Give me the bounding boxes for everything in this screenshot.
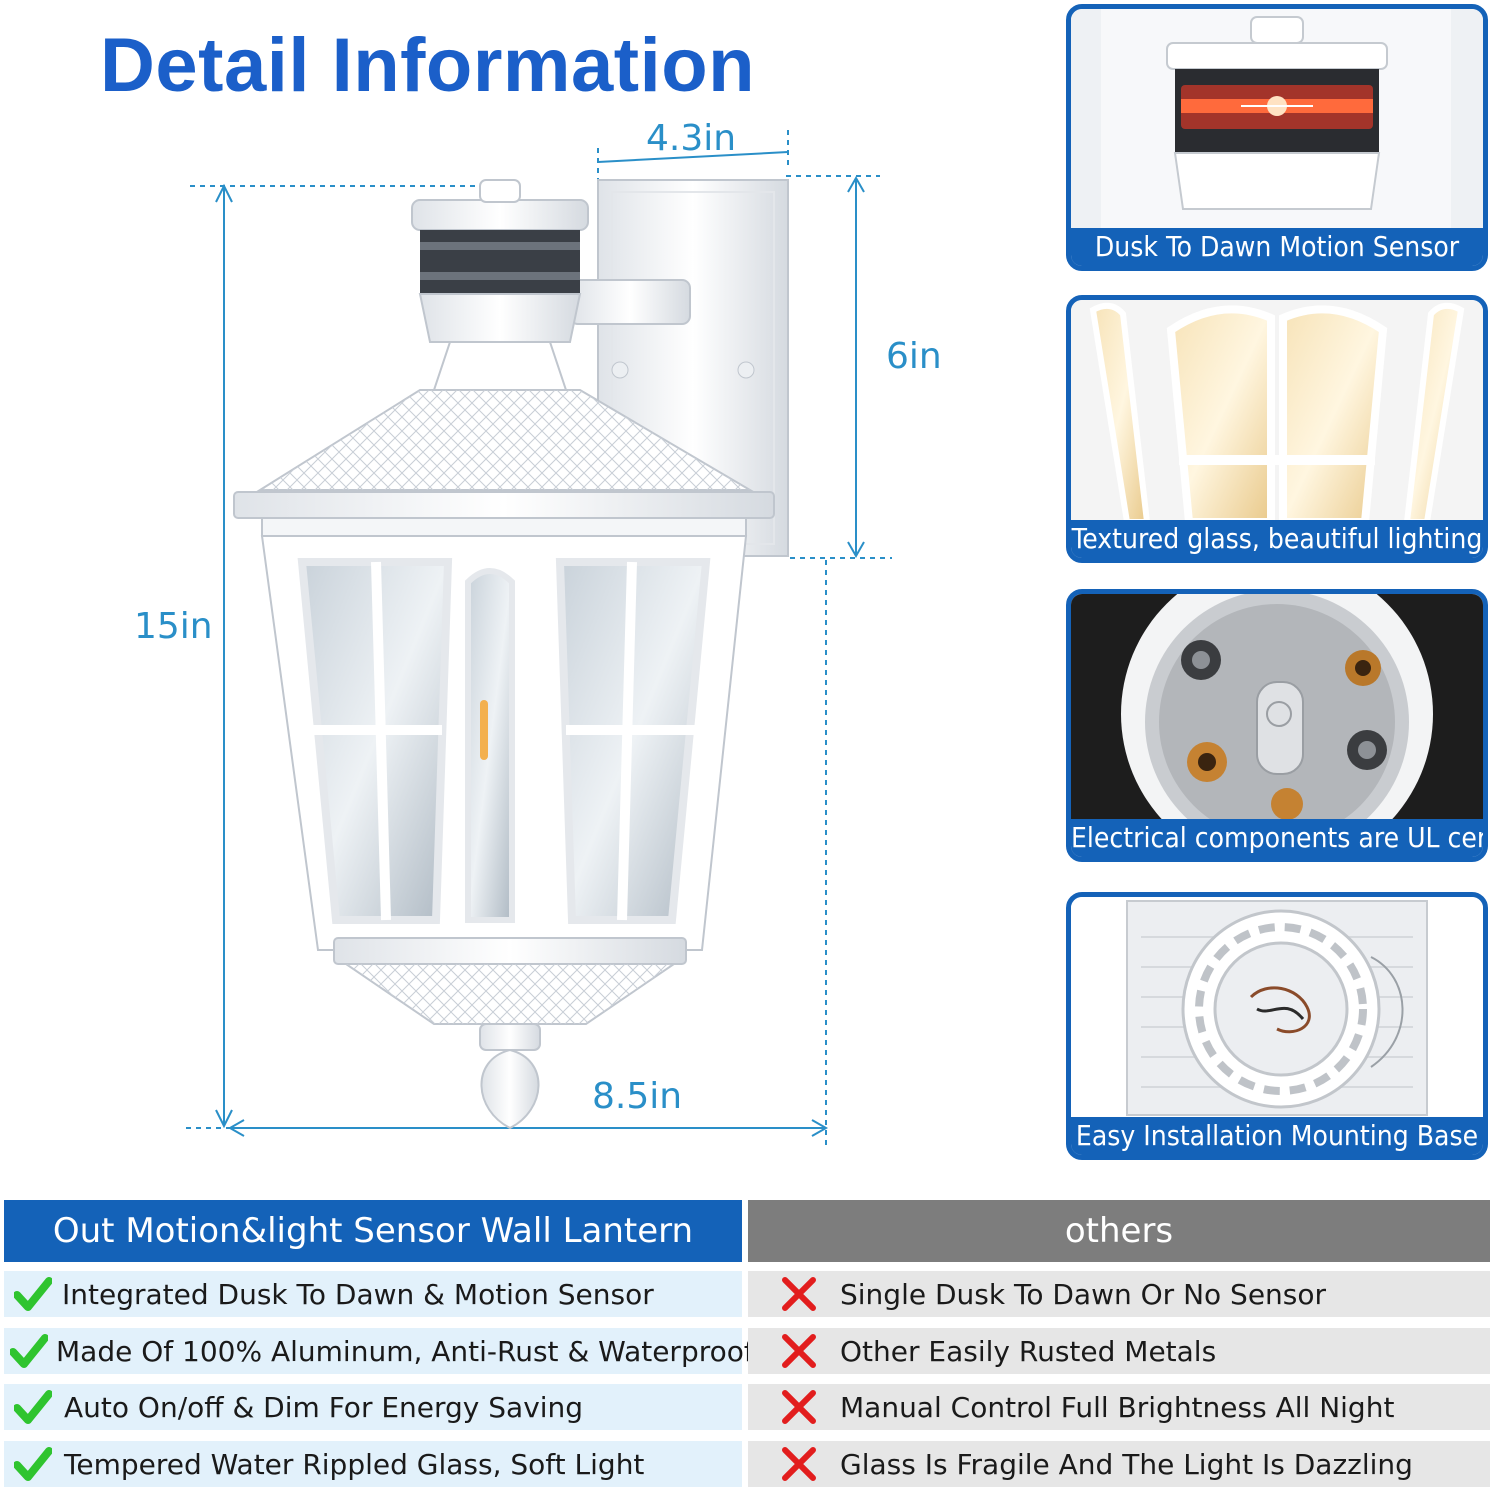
comparison-left-row: Made Of 100% Aluminum, Anti-Rust & Water… xyxy=(4,1328,754,1374)
comparison-right-text: Other Easily Rusted Metals xyxy=(840,1334,1217,1368)
page-title: Detail Information xyxy=(100,23,756,108)
comparison-left-row: Auto On/off & Dim For Energy Saving xyxy=(4,1384,742,1430)
cross-icon xyxy=(776,1328,822,1374)
comparison-left-row: Integrated Dusk To Dawn & Motion Sensor xyxy=(4,1271,742,1317)
comparison-left-row: Tempered Water Rippled Glass, Soft Light xyxy=(4,1441,742,1487)
comparison-right-row: Single Dusk To Dawn Or No Sensor xyxy=(748,1271,1490,1317)
cross-icon xyxy=(776,1271,822,1317)
dimension-total-width: 8.5in xyxy=(592,1076,683,1117)
comparison-right-row: Other Easily Rusted Metals xyxy=(748,1328,1490,1374)
comparison-right-header: others xyxy=(748,1200,1490,1262)
comparison-left-text: Auto On/off & Dim For Energy Saving xyxy=(64,1390,584,1424)
check-icon xyxy=(10,1271,56,1317)
comparison-right-row: Manual Control Full Brightness All Night xyxy=(748,1384,1490,1430)
dimension-lines xyxy=(186,130,892,1150)
comparison-left-header: Out Motion&light Sensor Wall Lantern xyxy=(4,1200,742,1262)
lantern-illustration xyxy=(186,130,892,1150)
check-icon xyxy=(10,1441,56,1487)
feature-card-textured-glass: Textured glass, beautiful lighting xyxy=(1066,295,1488,563)
mounting-base-icon xyxy=(1071,897,1483,1119)
feature-caption: Dusk To Dawn Motion Sensor xyxy=(1071,228,1483,266)
comparison-right-text: Glass Is Fragile And The Light Is Dazzli… xyxy=(840,1447,1413,1481)
comparison-left-text: Tempered Water Rippled Glass, Soft Light xyxy=(64,1447,645,1481)
cross-icon xyxy=(776,1441,822,1487)
feature-caption: Electrical components are UL certified xyxy=(1071,819,1483,857)
check-icon xyxy=(10,1328,48,1374)
comparison-right-text: Manual Control Full Brightness All Night xyxy=(840,1390,1395,1424)
textured-glass-icon xyxy=(1071,300,1483,522)
cross-icon xyxy=(776,1384,822,1430)
dimension-top-width: 4.3in xyxy=(646,118,737,159)
bulb-socket-icon xyxy=(1071,594,1483,820)
comparison-right-text: Single Dusk To Dawn Or No Sensor xyxy=(840,1277,1327,1311)
comparison-left-text: Integrated Dusk To Dawn & Motion Sensor xyxy=(62,1277,654,1311)
feature-card-ul-components: Electrical components are UL certified xyxy=(1066,589,1488,862)
feature-card-mounting-base: Easy Installation Mounting Base xyxy=(1066,892,1488,1160)
check-icon xyxy=(10,1384,56,1430)
comparison-right-row: Glass Is Fragile And The Light Is Dazzli… xyxy=(748,1441,1490,1487)
comparison-left-text: Made Of 100% Aluminum, Anti-Rust & Water… xyxy=(56,1334,754,1368)
motion-sensor-icon xyxy=(1071,9,1483,229)
dimension-total-height: 15in xyxy=(134,606,213,647)
feature-caption: Textured glass, beautiful lighting xyxy=(1071,520,1483,558)
feature-caption: Easy Installation Mounting Base xyxy=(1071,1117,1483,1155)
dimension-backplate-height: 6in xyxy=(886,336,942,377)
feature-card-motion-sensor: Dusk To Dawn Motion Sensor xyxy=(1066,4,1488,271)
